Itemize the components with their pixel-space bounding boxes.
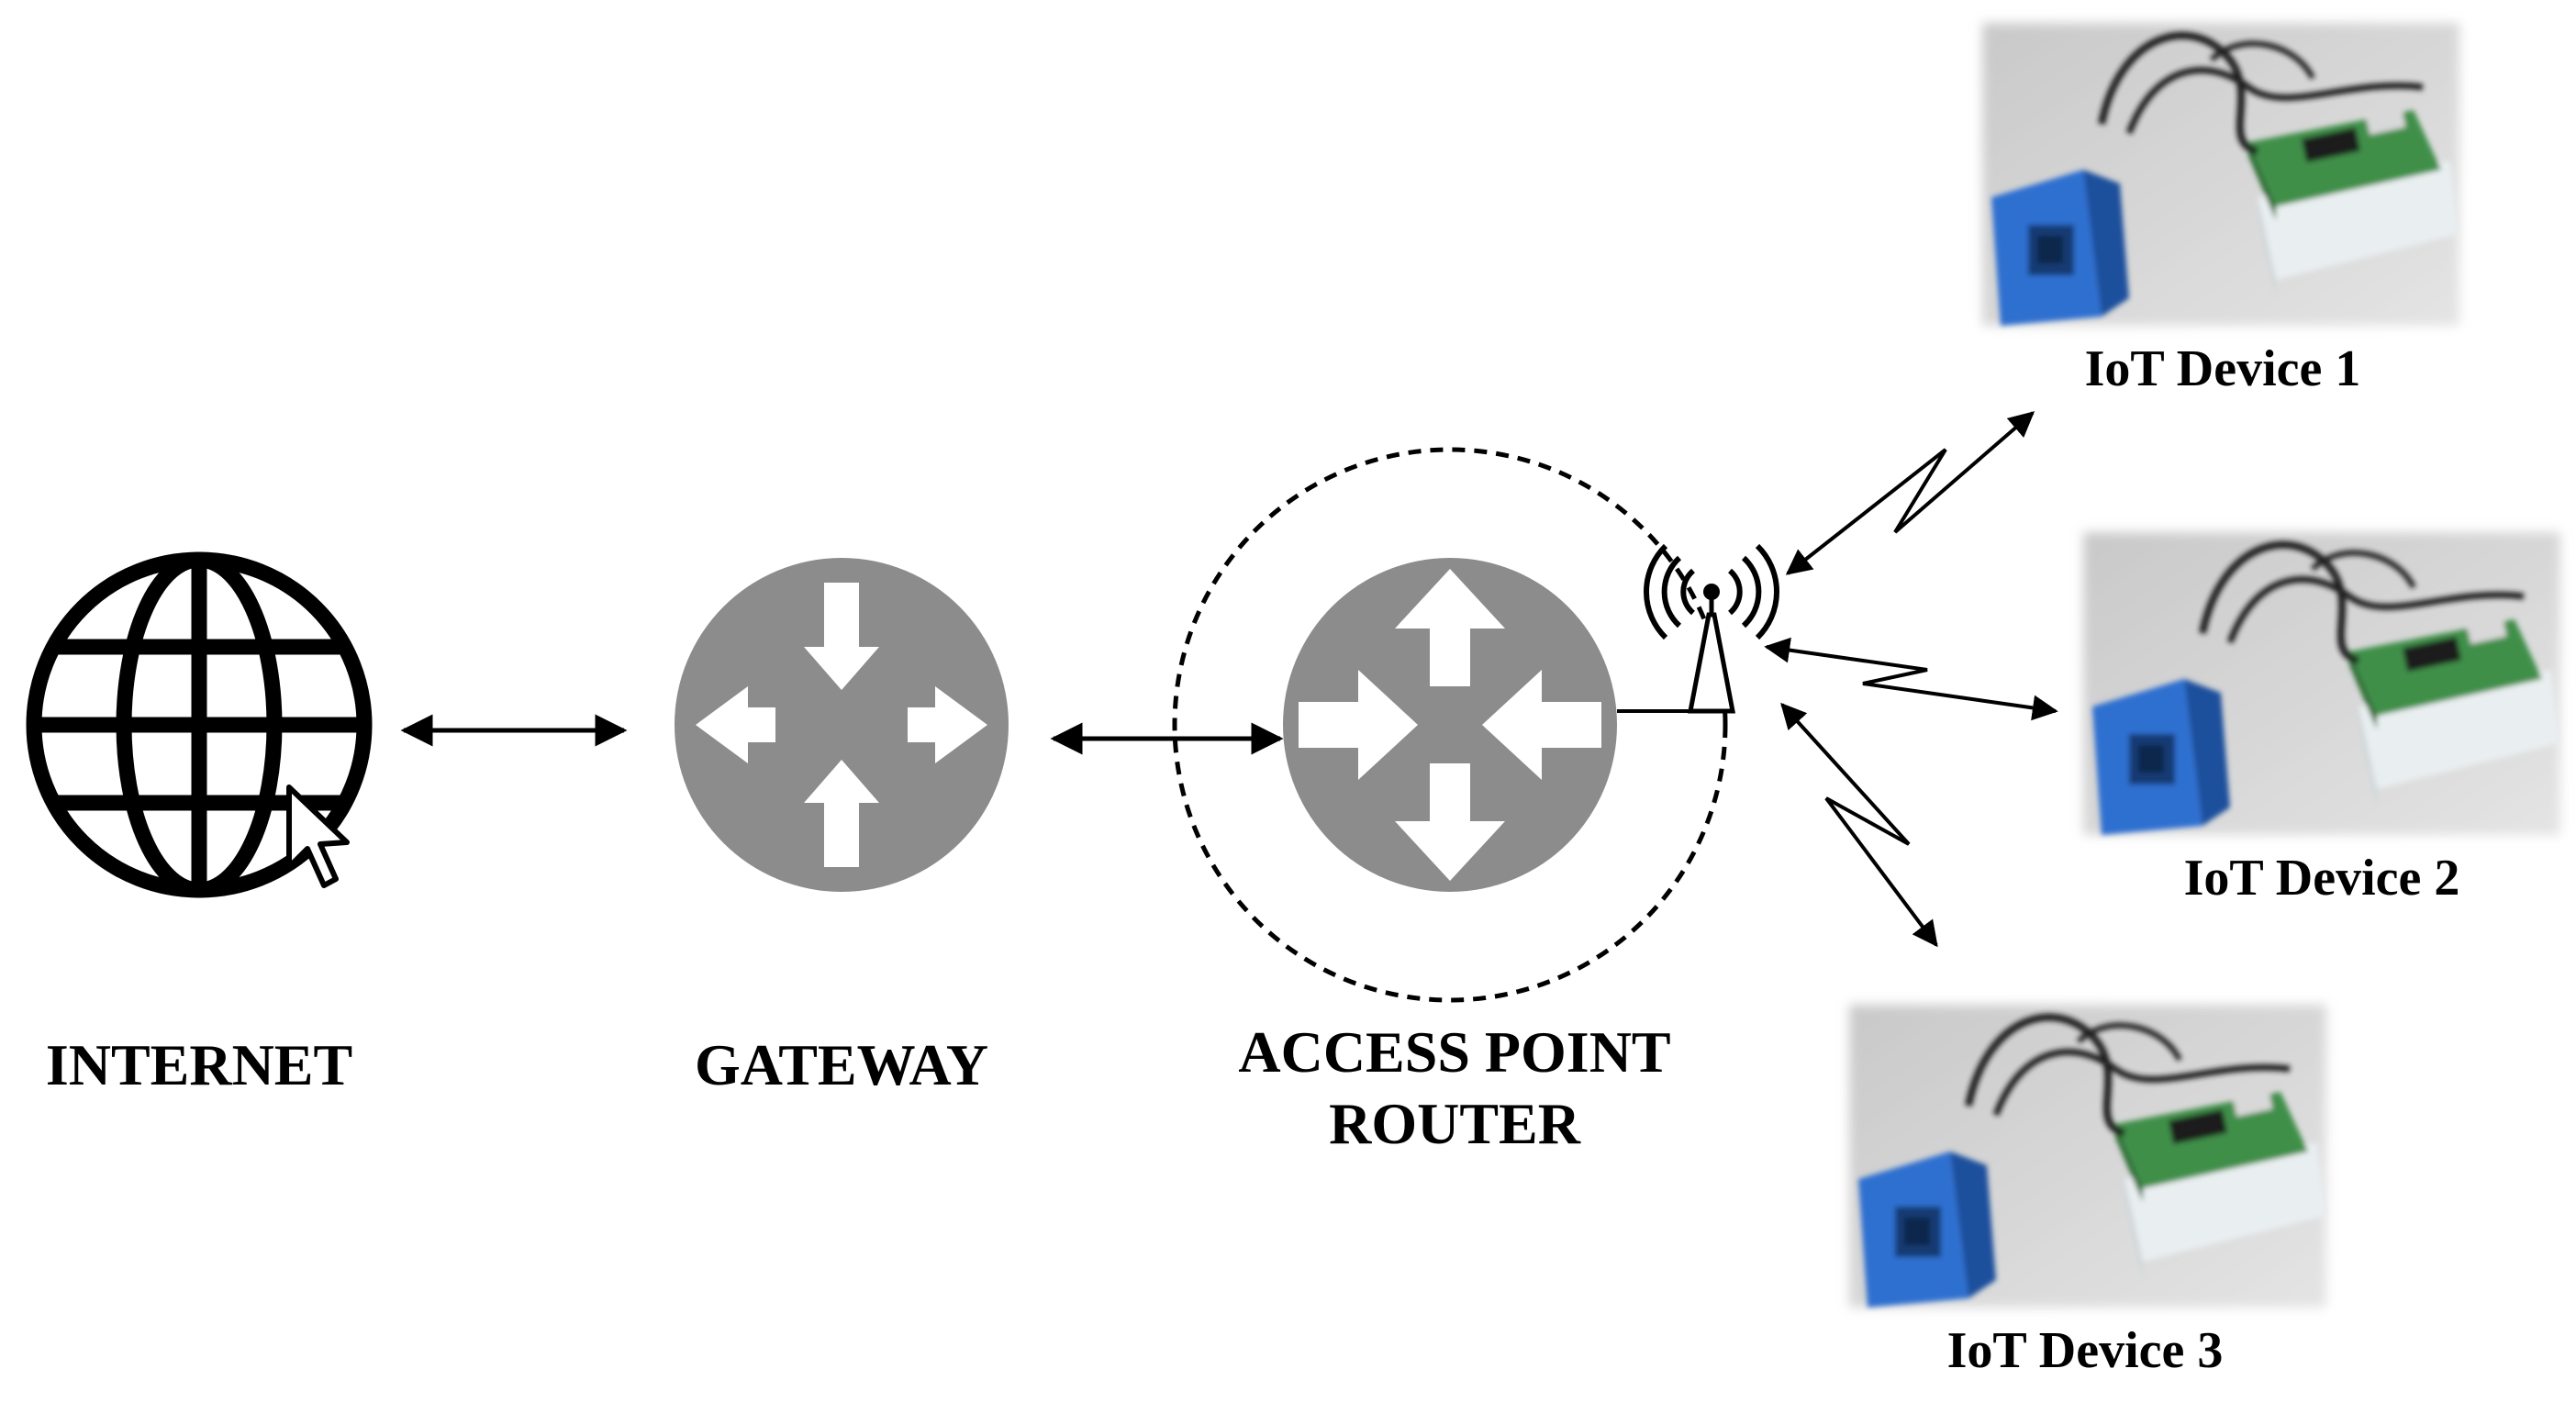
device-photo bbox=[1982, 23, 2459, 326]
gateway-label: GATEWAY bbox=[695, 1032, 988, 1097]
wireless-link-device-1 bbox=[1785, 411, 2035, 575]
wireless-link-device-3 bbox=[1780, 702, 1938, 948]
access-point-label-line2: ROUTER bbox=[1329, 1091, 1581, 1156]
antenna-icon bbox=[1643, 543, 1780, 714]
device-label: IoT Device 1 bbox=[2085, 340, 2361, 397]
access-point-node: ACCESS POINT ROUTER bbox=[1172, 447, 1780, 1156]
globe-icon bbox=[26, 551, 373, 898]
device-label: IoT Device 2 bbox=[2184, 850, 2460, 907]
iot-device-1: IoT Device 1 bbox=[1982, 23, 2459, 397]
router-icon bbox=[675, 558, 1009, 892]
internet-label: INTERNET bbox=[46, 1032, 352, 1097]
wireless-link-device-2 bbox=[1764, 637, 2058, 721]
device-photo bbox=[1849, 1005, 2326, 1307]
router-icon bbox=[1283, 558, 1617, 892]
access-point-label-line1: ACCESS POINT bbox=[1238, 1019, 1670, 1085]
wifi-coverage-circle bbox=[1172, 447, 1728, 1003]
iot-device-3: IoT Device 3 bbox=[1849, 1005, 2326, 1379]
device-photo bbox=[2083, 532, 2560, 835]
internet-node: INTERNET bbox=[26, 551, 373, 1097]
iot-device-2: IoT Device 2 bbox=[2083, 532, 2560, 907]
gateway-node: GATEWAY bbox=[675, 558, 1009, 1097]
cursor-icon bbox=[286, 784, 350, 888]
device-label: IoT Device 3 bbox=[1947, 1322, 2224, 1379]
